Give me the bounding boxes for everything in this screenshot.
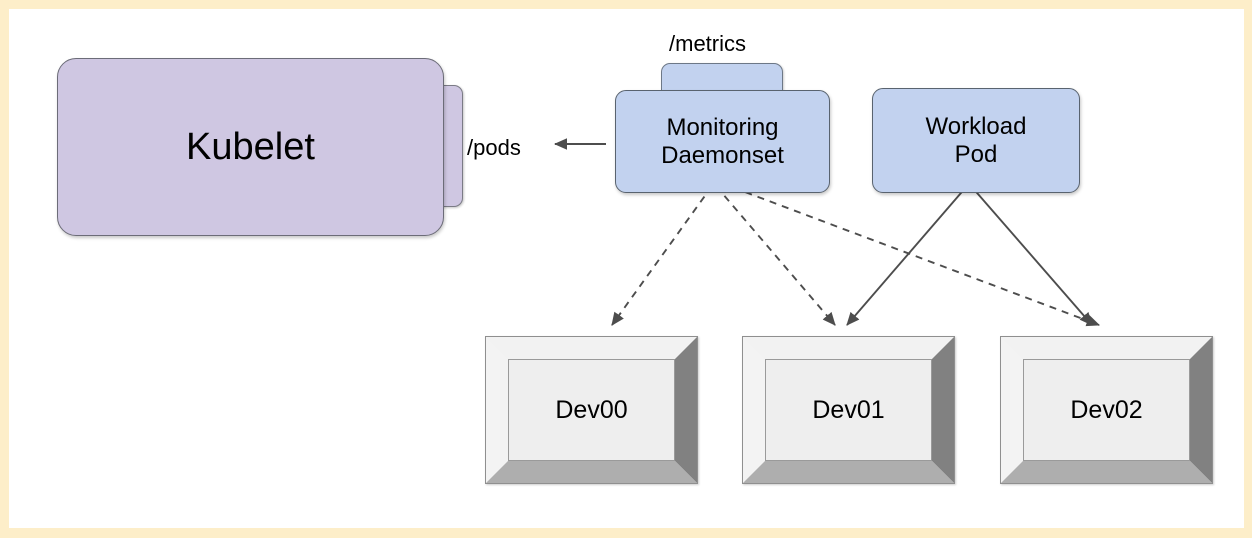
device-bevel-left — [1001, 337, 1023, 483]
kubelet-label: Kubelet — [186, 125, 315, 168]
device-bevel-right — [1190, 337, 1212, 483]
device-bevel — [486, 337, 697, 483]
device-bevel-bottom — [743, 461, 954, 483]
device-bevel-top — [1001, 337, 1212, 359]
edge-label-pods: /pods — [467, 135, 521, 160]
edge-workload-to-dev02 — [970, 185, 1093, 326]
workload-pod-label-line2: Pod — [954, 140, 998, 168]
device-inner-face — [1023, 359, 1190, 461]
device-bevel — [743, 337, 954, 483]
device-bevel-top — [743, 337, 954, 359]
device-bevel-left — [486, 337, 508, 483]
monitoring-daemonset-label-line2: Daemonset — [661, 141, 784, 169]
device-bevel — [1001, 337, 1212, 483]
device-bevel-top — [486, 337, 697, 359]
workload-pod-label-line1: Workload — [925, 112, 1027, 140]
node-device-dev02[interactable]: Dev02 — [1000, 336, 1213, 484]
edge-monitoring-to-dev02 — [720, 182, 1100, 327]
device-bevel-right — [932, 337, 954, 483]
device-bevel-left — [743, 337, 765, 483]
device-label: Dev00 — [555, 395, 628, 424]
device-label: Dev01 — [812, 395, 885, 424]
monitoring-daemonset-label-line1: Monitoring — [666, 113, 779, 141]
device-label: Dev02 — [1070, 395, 1143, 424]
node-kubelet[interactable]: Kubelet — [57, 58, 444, 236]
diagram-canvas: Kubelet /pods /metrics Monitoring Daemon… — [9, 9, 1244, 528]
edge-monitoring-to-dev01 — [715, 185, 836, 326]
device-inner-face — [508, 359, 675, 461]
node-monitoring-daemonset[interactable]: Monitoring Daemonset — [615, 90, 830, 193]
node-workload-pod[interactable]: Workload Pod — [872, 88, 1080, 193]
workload-pod-label: Workload Pod — [926, 113, 1027, 169]
node-device-dev01[interactable]: Dev01 — [742, 336, 955, 484]
node-device-dev00[interactable]: Dev00 — [485, 336, 698, 484]
device-bevel-bottom — [1001, 461, 1212, 483]
device-inner-face — [765, 359, 932, 461]
edge-label-metrics: /metrics — [669, 31, 746, 56]
monitoring-daemonset-label: Monitoring Daemonset — [661, 114, 784, 170]
device-bevel-bottom — [486, 461, 697, 483]
edge-monitoring-to-dev00 — [611, 185, 713, 326]
device-bevel-right — [675, 337, 697, 483]
edge-workload-to-dev01 — [846, 185, 968, 326]
